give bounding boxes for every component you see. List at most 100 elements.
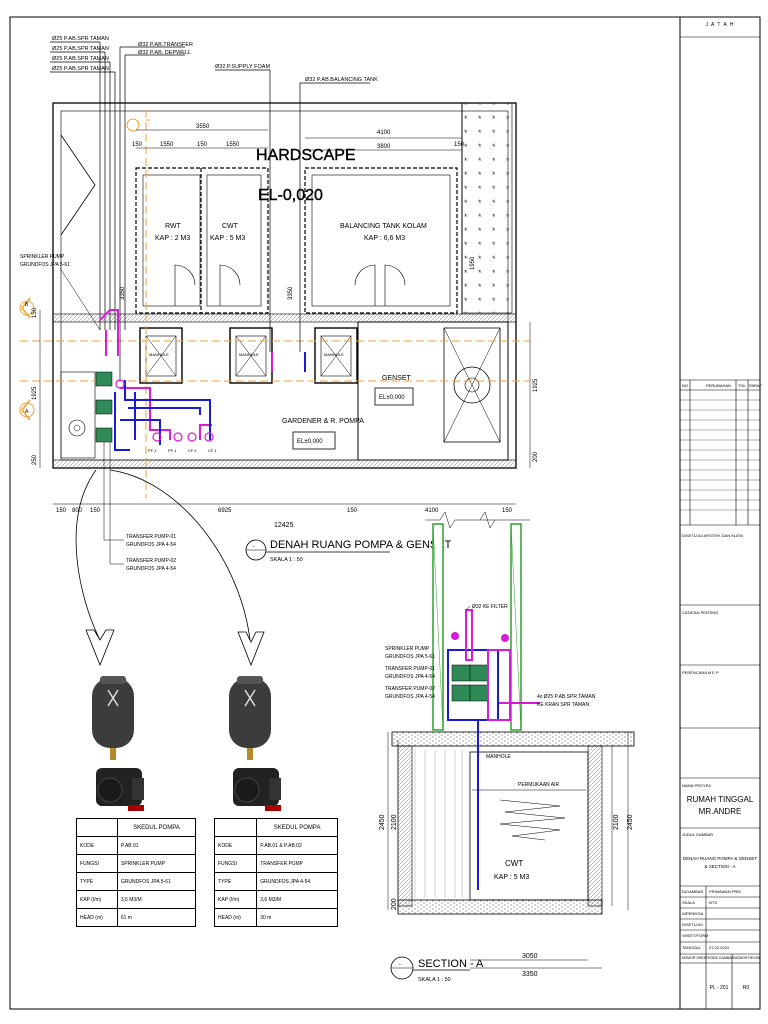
- pipe-label-2: Ø25 P.AB.SPR TAMAN: [52, 46, 109, 52]
- dim-top-1: 3550: [196, 124, 210, 130]
- balancing-tank-name: BALANCING TANK KOLAM: [340, 223, 427, 230]
- section-dim-bottom-2: 3350: [522, 971, 538, 978]
- tb-info-key-4: DISETUJUI: [682, 922, 703, 927]
- schedule-1-val: GRUNDFOS JPA 5-61: [116, 872, 197, 891]
- section-title: SECTION - A: [418, 958, 484, 970]
- hardscape-label: HARDSCAPE: [256, 147, 356, 164]
- pipe-label-5: Ø32 P.AB.TRANSFER: [138, 42, 193, 48]
- section-pump-label-1: SPRINKLER PUMP: [385, 646, 430, 652]
- plan-title: DENAH RUANG POMPA & GENSET: [270, 539, 452, 551]
- schedule-1-val: SPRINKLER PUMP: [116, 854, 197, 873]
- callout-arrows: [75, 469, 265, 667]
- tb-approval-label: DISETUJUI ARSITEK DAN KLIEN: [682, 533, 743, 538]
- genset-elevation: EL±0,000: [379, 395, 405, 401]
- schedule-1-key: KODE: [76, 836, 118, 855]
- dim-top-2: 1550: [160, 142, 174, 148]
- transfer-pump-1-label: TRANSFER PUMP-01: [126, 534, 176, 540]
- section-view: 2450 2100 200 2100 2450 3050 3350 Ø32 KE…: [379, 511, 635, 983]
- plan-view: B A: [19, 36, 539, 572]
- tb-drawing-title-2: & SECTION - A: [704, 864, 736, 869]
- tb-foot-rev: NOMOR REVISI: [734, 956, 760, 960]
- tb-remarks-label: CATATAN PENTING: [682, 610, 719, 615]
- pipe-label-7: Ø32 P.SUPPLY FOAM: [215, 64, 270, 70]
- pipe-code-4: CF-1: [208, 448, 218, 453]
- tb-rev-no: NO: [682, 383, 688, 388]
- tb-info-key-6: TANGGAL: [682, 945, 701, 950]
- sprinkler-pump-model: GRUNDFOS JPA 5-61: [20, 262, 70, 268]
- tb-info-val-1: PRIMAWAN PRM: [709, 889, 741, 894]
- section-dim-right-1: 2100: [613, 814, 620, 830]
- dim-right-1: 1925: [533, 378, 539, 392]
- schedule-1-val: P.AB.01: [116, 836, 197, 855]
- manhole-label-1: MANHOLE: [149, 352, 169, 357]
- gardener-label: GARDENER & R. POMPA: [282, 418, 364, 425]
- genset-label: GENSET: [382, 375, 412, 382]
- pipe-code-1: PF-1: [148, 448, 157, 453]
- balancing-tank-capacity: KAP : 6,6 M3: [364, 235, 405, 242]
- section-pump-label-4: GRUNDFOS JPA 4-54: [385, 674, 435, 680]
- dim-vertical-2: 3350: [288, 286, 294, 300]
- rwt-name: RWT: [165, 223, 182, 230]
- hardscape-elevation: EL-0,020: [258, 187, 323, 204]
- grid-b-label: B: [25, 302, 29, 308]
- dim-bottom-6: 4100: [425, 508, 439, 514]
- tb-drawing-label: JUDUL GAMBAR: [682, 832, 714, 837]
- filter-label: Ø32 KE FILTER: [472, 604, 508, 610]
- tb-header: J A T A H: [705, 22, 735, 28]
- dim-top-4: 1550: [226, 142, 240, 148]
- rwt-capacity: KAP : 2 M3: [155, 235, 190, 242]
- section-pump-label-3: TRANSFER PUMP-01: [385, 666, 435, 672]
- tb-revision: R0: [742, 985, 750, 991]
- tb-info-key-3: DIPERIKSA: [682, 911, 704, 916]
- water-level-label: PERMUKAAN AIR: [518, 782, 560, 788]
- manhole-label-2: MANHOLE: [239, 352, 259, 357]
- schedule-2-val: 30 m: [256, 908, 338, 927]
- dim-top-5: 150: [132, 142, 143, 148]
- taman-label-2: KE KRAN SPR TAMAN: [537, 702, 589, 708]
- manhole-label-3: MANHOLE: [324, 352, 344, 357]
- plan-scale: SKALA 1 : 50: [270, 557, 303, 563]
- dim-top-6: 4100: [377, 130, 391, 136]
- dim-bottom-5: 150: [347, 508, 358, 514]
- tb-drawing-title-1: DENAH RUANG POMPA & GENSET: [682, 856, 758, 861]
- dim-top-3: 150: [197, 142, 208, 148]
- tb-project-name: RUMAH TINGGAL: [686, 795, 754, 804]
- section-pump-label-6: GRUNDFOS JPA 4-54: [385, 694, 435, 700]
- dim-bottom-3: 150: [90, 508, 101, 514]
- dim-vertical-1: 3350: [120, 286, 126, 300]
- tb-info-key-1: DIGAMBAR: [682, 889, 704, 894]
- tb-info-val-2: NTS: [709, 900, 717, 905]
- dim-bottom-4: 6925: [218, 508, 232, 514]
- dim-top-7: 3800: [377, 144, 391, 150]
- section-dim-right-2: 2450: [627, 814, 634, 830]
- dim-left-2: 1925: [32, 386, 38, 400]
- schedule-2-key: KAP (l/m): [213, 890, 258, 909]
- tb-info-key-2: SKALA: [682, 900, 695, 905]
- gardener-elevation: EL±0,000: [297, 439, 323, 445]
- section-dim-left-2: 2100: [391, 814, 398, 830]
- grid-a-label: A: [25, 409, 29, 415]
- schedule-2-val: 3,6 M3/M: [256, 890, 338, 909]
- section-dim-bottom-1: 3050: [522, 953, 538, 960]
- tb-rev-sign: PARAF: [749, 383, 763, 388]
- pipe-code-2: PF-1: [168, 448, 177, 453]
- section-tank-capacity: KAP : 5 M3: [494, 874, 529, 881]
- title-block: [680, 36, 760, 1009]
- dim-top-8: 150: [454, 142, 465, 148]
- pipe-code-3: CF-1: [188, 448, 198, 453]
- schedule-1-key: FUNGSI: [76, 854, 118, 873]
- tb-info-key-5: SHEET/FORM: [682, 933, 709, 938]
- pipe-label-1: Ø25 P.AB.SPR TAMAN: [52, 36, 109, 42]
- pipe-label-6: Ø32 P.AB. DEPWELL: [138, 50, 191, 56]
- section-manhole-label: MANHOLE: [486, 754, 511, 760]
- dim-left-3: 250: [32, 454, 38, 465]
- pump-image-1: [92, 676, 144, 811]
- dim-bottom-1: 150: [56, 508, 67, 514]
- dim-total: 12425: [274, 522, 294, 529]
- section-dim-left-3: 200: [391, 898, 398, 910]
- tb-sheet-code: PL - 201: [709, 985, 729, 991]
- pipe-label-3: Ø25 P.AB.SPR TAMAN: [52, 56, 109, 62]
- tb-project-label: NAMA PROYEK: [682, 783, 712, 788]
